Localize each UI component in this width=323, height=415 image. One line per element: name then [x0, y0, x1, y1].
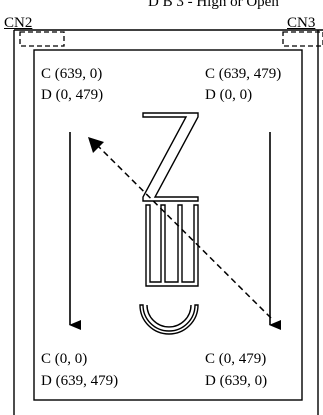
logo-letter-e — [145, 204, 199, 287]
top-right-d-label: D (0, 0) — [205, 87, 253, 103]
diagonal-dashed-arrow-line — [97, 145, 272, 319]
display-frame — [33, 49, 303, 401]
top-right-c-label: C (639, 479) — [205, 66, 282, 82]
cn3-connector-box — [282, 31, 323, 47]
bottom-right-d-label: D (639, 0) — [205, 373, 268, 389]
cn3-label: CN3 — [287, 15, 316, 31]
cn2-label: CN2 — [4, 15, 33, 31]
top-left-c-label: C (639, 0) — [41, 66, 103, 82]
logo-letter-n — [142, 112, 199, 202]
nec-logo — [139, 112, 199, 335]
logo-letter-c — [139, 304, 199, 335]
bottom-right-c-label: C (0, 479) — [205, 351, 267, 367]
header-text: D B 3 - High or Open — [148, 0, 279, 10]
bottom-left-d-label: D (639, 479) — [41, 373, 119, 389]
diagonal-arrow-head — [88, 137, 104, 153]
cn2-connector-box — [19, 31, 65, 47]
top-left-d-label: D (0, 479) — [41, 87, 104, 103]
bottom-left-c-label: C (0, 0) — [41, 351, 88, 367]
